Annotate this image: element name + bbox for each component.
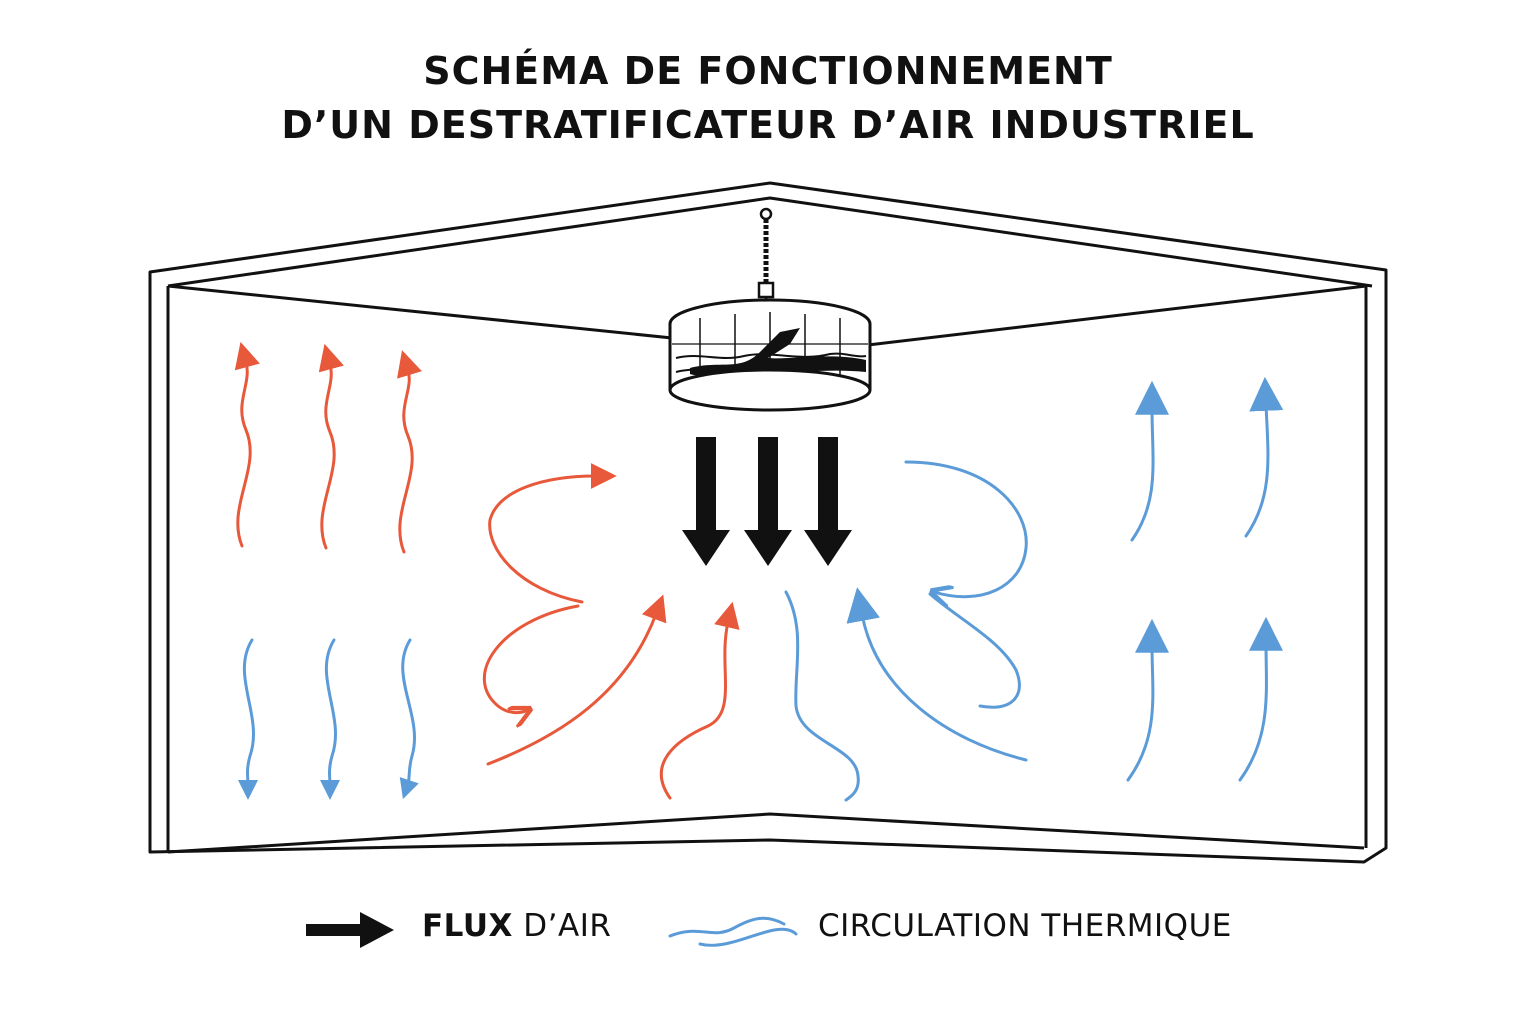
legend-airflow-label-rest: D’AIR: [512, 908, 612, 944]
warm-air-arrow: [488, 463, 617, 604]
warm-air-arrow: [318, 343, 344, 550]
fan-hook: [759, 207, 773, 221]
cool-air-arrow: [928, 592, 1021, 709]
airflow-arrow-center: [744, 437, 792, 566]
legend-thermal-label: CIRCULATION THERMIQUE: [818, 908, 1232, 944]
cool-air-arrow: [1244, 376, 1284, 538]
cool-air-arrow: [904, 460, 1028, 597]
title-line-1: SCHÉMA DE FONCTIONNEMENT: [423, 49, 1113, 93]
cool-air-arrow: [399, 638, 419, 800]
warm-air-arrow: [659, 601, 740, 800]
title-line-2: D’UN DESTRATIFICATEUR D’AIR INDUSTRIEL: [281, 103, 1255, 147]
warm-air-arrow: [482, 604, 580, 713]
cool-air-arrow: [846, 587, 1028, 762]
ceiling-right-corner-line: [867, 284, 1367, 347]
fan-blade: [690, 328, 866, 376]
warm-air-arrow: [486, 594, 667, 766]
cool-air-arrow: [784, 590, 860, 802]
floor-line: [167, 812, 1365, 854]
warm-air-circulation-center: [482, 463, 740, 800]
cool-air-arrow: [1238, 616, 1284, 782]
cool-air-arrow: [237, 638, 258, 800]
building-outer-frame: [148, 181, 1388, 864]
cool-air-arrow: [319, 638, 340, 800]
cool-air-circulation-center: [784, 460, 1028, 802]
legend: [306, 912, 798, 948]
cool-air-rising-right: [1126, 376, 1284, 782]
ceiling-inner-line: [167, 196, 1373, 288]
legend-thermal-icon: [668, 916, 798, 947]
airflow-arrow-right: [804, 437, 852, 566]
ceiling-fan-icon: [668, 207, 872, 412]
warm-air-rising-left: [234, 341, 422, 554]
airflow-arrows: [682, 437, 852, 566]
building-outline: [148, 181, 1388, 864]
warm-air-arrow: [397, 350, 422, 554]
cool-air-arrow: [1126, 618, 1170, 782]
cool-air-arrow: [1130, 380, 1170, 542]
legend-airflow-icon: [306, 912, 394, 948]
legend-airflow-label-bold: FLUX: [422, 908, 513, 944]
fan-mount: [757, 281, 775, 299]
airflow-arrow-left: [682, 437, 730, 566]
warm-air-arrow: [234, 341, 260, 548]
diagram-title: SCHÉMA DE FONCTIONNEMENT D’UN DESTRATIFI…: [0, 44, 1536, 152]
legend-airflow-label: FLUX D’AIR: [422, 908, 611, 944]
cool-air-descending-left: [237, 638, 419, 800]
ceiling-left-corner-line: [167, 284, 673, 340]
